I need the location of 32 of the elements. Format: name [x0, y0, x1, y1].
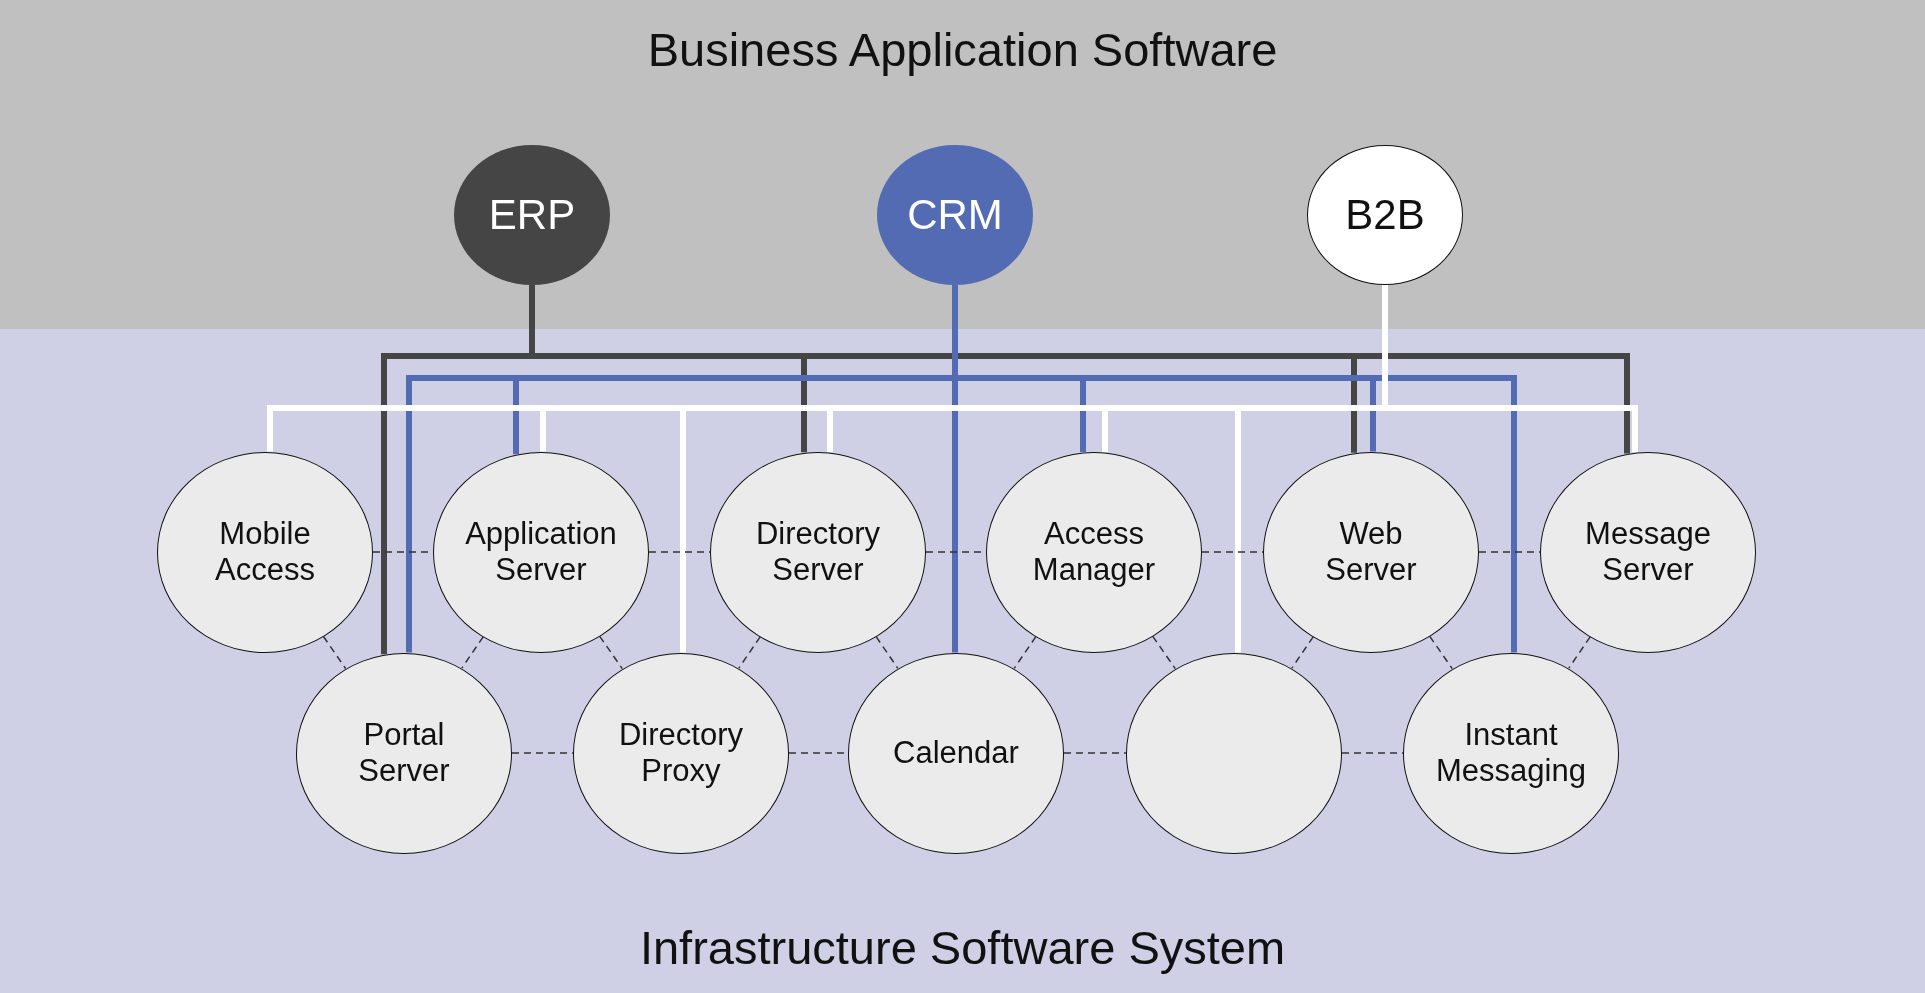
node-label: Portal Server [358, 717, 450, 789]
node-label: Web Server [1325, 516, 1417, 588]
header-band [0, 0, 1925, 329]
dashed-link [738, 636, 761, 669]
dashed-link [1063, 752, 1127, 754]
dashed-link [1429, 635, 1453, 670]
band-title: Business Application Software [647, 22, 1278, 77]
dashed-link [1478, 551, 1541, 553]
node-label: Mobile Access [215, 516, 315, 588]
node-label: CRM [907, 190, 1003, 240]
node-label: Directory Server [756, 516, 880, 588]
node-label: Message Server [1585, 516, 1711, 588]
node-label: Access Manager [1032, 516, 1156, 588]
dashed-link [1201, 551, 1264, 553]
node-label: Application Server [465, 516, 617, 588]
dashed-link [461, 636, 484, 669]
dashed-link [875, 635, 899, 670]
node-label: B2B [1345, 190, 1425, 240]
node-label: ERP [488, 190, 576, 240]
dashed-link [1013, 635, 1037, 670]
node-label: Instant Messaging [1436, 717, 1586, 789]
dashed-link [648, 551, 711, 553]
node-label: Calendar [893, 735, 1019, 771]
band-title: Infrastructure Software System [639, 920, 1286, 975]
dashed-link [511, 752, 574, 754]
dashed-link [1291, 636, 1314, 669]
dashed-link [599, 635, 623, 670]
dashed-link [1341, 752, 1404, 754]
dashed-link [322, 635, 347, 670]
dashed-link [1152, 635, 1176, 670]
node-label: Directory Proxy [619, 717, 743, 789]
dashed-link [1568, 636, 1591, 669]
